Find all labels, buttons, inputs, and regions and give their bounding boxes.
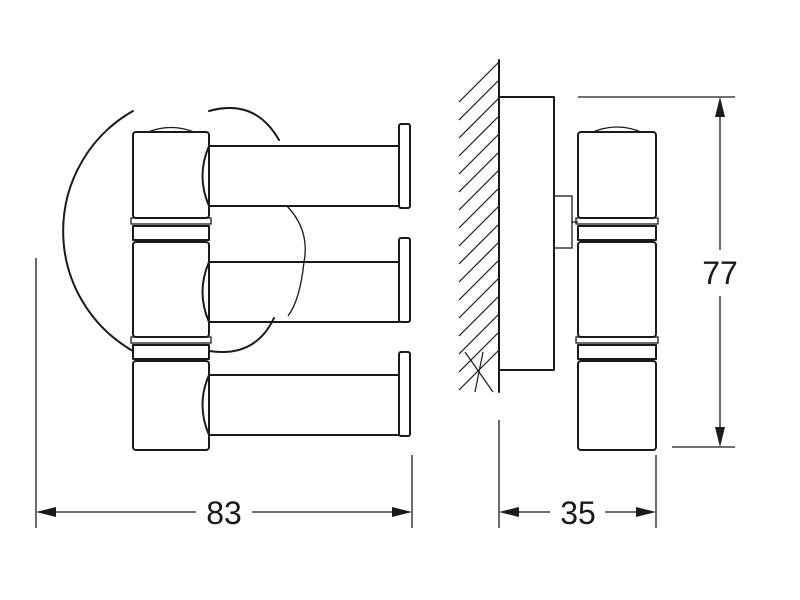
connector-pin	[553, 195, 573, 249]
dimension-width-front: 83	[35, 258, 413, 531]
dimension-height-side: 77	[578, 96, 738, 448]
dimension-label-77: 77	[702, 255, 738, 291]
hatch-line	[458, 169, 500, 211]
hook-arm-top	[201, 123, 411, 209]
wall-hatching	[458, 59, 500, 393]
hook-arm-bottom	[201, 351, 411, 437]
hook-arm-middle	[201, 237, 411, 323]
hatch-line	[458, 313, 500, 355]
front-view: 83	[35, 107, 413, 531]
dimension-label-35: 35	[560, 495, 596, 531]
hatch-line	[464, 351, 494, 393]
hinge-knuckle-middle	[130, 225, 212, 344]
mounting-disc-lower-arc	[208, 317, 275, 353]
dimension-label-83: 83	[206, 495, 242, 531]
base-plate	[498, 96, 555, 371]
hatch-line	[458, 97, 500, 139]
hatch-line	[458, 259, 500, 301]
side-knuckle-middle	[575, 225, 659, 344]
hatch-line	[458, 79, 500, 121]
hinge-knuckle-top	[130, 126, 212, 225]
hatch-line	[458, 187, 500, 229]
side-knuckle-top	[575, 126, 659, 225]
hinge-knuckle-bottom	[132, 344, 210, 451]
hatch-line	[458, 115, 500, 157]
boss-upper-arc	[286, 205, 306, 263]
hatch-line	[458, 277, 500, 319]
boss-lower-arc	[287, 261, 305, 317]
dimension-depth-side: 35	[498, 420, 657, 531]
hatch-line	[458, 241, 500, 283]
hatch-line	[458, 223, 500, 265]
mounting-disc	[62, 110, 134, 352]
hatch-line	[458, 331, 500, 373]
hatch-line	[458, 151, 500, 193]
side-view: 35 77	[458, 59, 738, 531]
side-knuckle-bottom	[577, 344, 657, 451]
hatch-line	[458, 205, 500, 247]
hatch-line	[458, 295, 500, 337]
hatch-line	[458, 133, 500, 175]
hatch-line	[458, 61, 500, 103]
mounting-disc-upper-arc	[208, 107, 280, 141]
